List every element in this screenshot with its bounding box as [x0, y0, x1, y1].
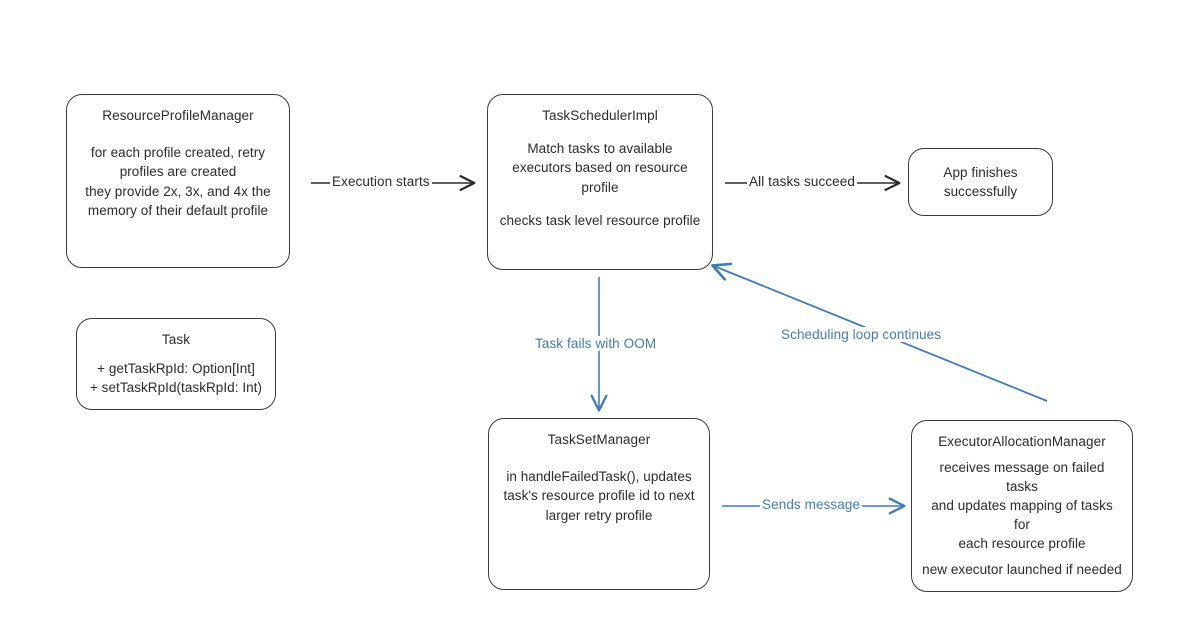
node-title: ResourceProfileManager	[102, 108, 254, 123]
node-title: TaskSetManager	[547, 432, 651, 447]
body-line: + getTaskRpId: Option[Int]	[97, 360, 255, 376]
node-title: ExecutorAllocationManager	[938, 434, 1106, 449]
body-line: + setTaskRpId(taskRpId: Int)	[89, 379, 263, 395]
body-line: profiles are created	[119, 164, 237, 180]
edge-label-sends-message: Sends message	[760, 497, 863, 512]
body-line: larger retry profile	[545, 507, 653, 523]
edge-label-execution-starts: Execution starts	[330, 174, 432, 189]
footer-line: checks task level resource profile	[499, 212, 701, 228]
node-task-set-manager[interactable]: TaskSetManager in handleFailedTask(), up…	[488, 418, 710, 590]
body-line: memory of their default profile	[87, 202, 269, 218]
node-body: Match tasks to available executors based…	[512, 139, 687, 196]
node-body: App finishes successfully	[943, 163, 1017, 201]
body-line: task's resource profile id to next	[503, 488, 695, 504]
node-body: receives message on failed tasks and upd…	[922, 458, 1122, 554]
node-body: + getTaskRpId: Option[Int] + setTaskRpId…	[90, 359, 262, 397]
node-app-finishes-successfully[interactable]: App finishes successfully	[908, 148, 1053, 216]
edge-label-all-tasks-succeed: All tasks succeed	[747, 174, 857, 189]
node-task[interactable]: Task + getTaskRpId: Option[Int] + setTas…	[76, 318, 276, 410]
node-executor-allocation-manager[interactable]: ExecutorAllocationManager receives messa…	[911, 420, 1133, 592]
body-line: in handleFailedTask(), updates	[506, 469, 692, 485]
body-line: and updates mapping of tasks for	[931, 497, 1113, 533]
node-body: in handleFailedTask(), updates task's re…	[503, 467, 694, 524]
node-footer: checks task level resource profile	[500, 211, 701, 230]
edge-label-task-fails-with-oom: Task fails with OOM	[533, 336, 659, 351]
body-line: successfully	[943, 184, 1018, 199]
body-line: receives message on failed tasks	[939, 459, 1105, 494]
footer-line: new executor launched if needed	[922, 561, 1122, 577]
node-title: Task	[161, 332, 191, 347]
body-line: for each profile created, retry	[90, 145, 266, 161]
edge-label-scheduling-loop-continues: Scheduling loop continues	[779, 327, 944, 342]
body-line: profile	[581, 179, 619, 195]
body-line: each resource profile	[958, 536, 1086, 552]
body-line: they provide 2x, 3x, and 4x the	[85, 183, 271, 199]
node-task-scheduler-impl[interactable]: TaskSchedulerImpl Match tasks to availab…	[487, 94, 713, 270]
node-resource-profile-manager[interactable]: ResourceProfileManager for each profile …	[66, 94, 290, 268]
node-footer: new executor launched if needed	[922, 560, 1122, 579]
node-body: for each profile created, retry profiles…	[85, 143, 270, 220]
body-line: executors based on resource	[512, 160, 688, 176]
node-title: TaskSchedulerImpl	[542, 108, 658, 123]
body-line: App finishes	[943, 164, 1018, 180]
body-line: Match tasks to available	[527, 141, 673, 157]
